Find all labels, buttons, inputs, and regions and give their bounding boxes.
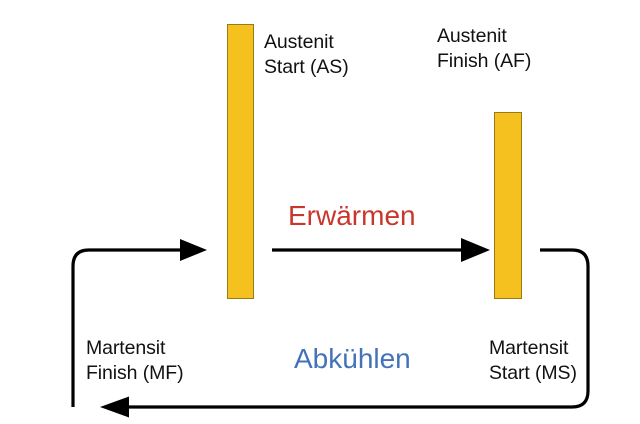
label-austenit-finish: Austenit Finish (AF): [437, 24, 531, 74]
label-martensit-finish-line1: Martensit: [86, 337, 166, 359]
label-heating-process: Erwärmen: [288, 200, 416, 231]
label-austenit-start-line1: Austenit: [264, 31, 334, 53]
label-martensit-finish-line2: Finish (MF): [86, 362, 184, 384]
heating-arrow: [272, 238, 490, 262]
label-austenit-finish-line1: Austenit: [437, 25, 507, 47]
label-martensit-start-line1: Martensit: [489, 337, 569, 359]
label-martensit-start-line2: Start (MS): [489, 362, 577, 384]
label-martensit-finish: Martensit Finish (MF): [86, 336, 184, 386]
bar-austenit-finish: [494, 112, 522, 299]
label-cooling-process: Abkühlen: [294, 343, 411, 374]
label-austenit-start-line2: Start (AS): [264, 56, 349, 78]
label-austenit-finish-line2: Finish (AF): [437, 50, 532, 72]
bar-austenit-start: [227, 24, 254, 299]
label-martensit-start: Martensit Start (MS): [489, 336, 577, 386]
label-austenit-start: Austenit Start (AS): [264, 30, 349, 80]
